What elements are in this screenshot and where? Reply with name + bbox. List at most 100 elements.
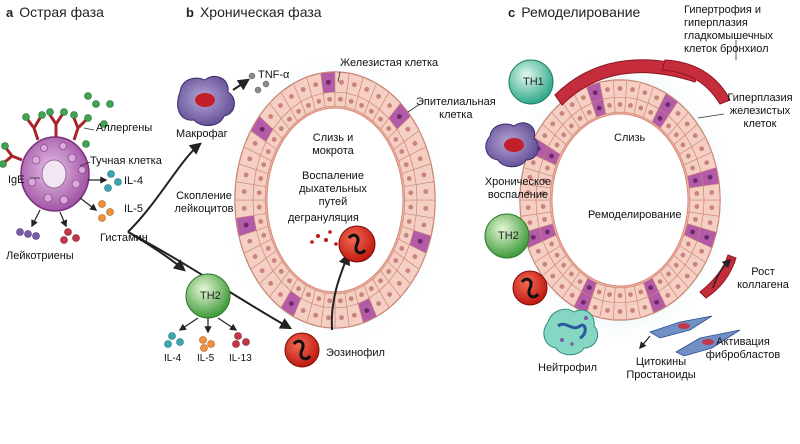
label-mucus-sputum: Слизь и мокрота — [298, 132, 368, 158]
cell-nucleus — [704, 234, 710, 240]
cell-nucleus — [327, 96, 332, 102]
label-fibroblast-line-1: Активация — [716, 336, 770, 348]
cell-nucleus — [665, 292, 671, 298]
cell-nucleus — [628, 102, 633, 108]
label-epithelial-cell: Эпителиальная клетка — [416, 96, 496, 122]
cell-nucleus — [313, 312, 319, 318]
label-airway-inflammation: Воспаление дыхательных путей — [288, 170, 378, 209]
cell-nucleus — [525, 205, 531, 211]
cell-nucleus — [241, 189, 247, 194]
label-chronic-inflammation: Хроническое воспаление — [476, 176, 560, 202]
cell-nucleus — [704, 160, 710, 166]
cell-nucleus — [709, 189, 715, 195]
cell-nucleus — [296, 286, 301, 292]
cell-nucleus — [259, 126, 265, 132]
cell-nucleus — [707, 220, 713, 226]
cell-nucleus — [278, 126, 284, 131]
cell-nucleus — [654, 95, 660, 101]
cell-nucleus — [530, 160, 536, 166]
cell-nucleus — [288, 94, 294, 99]
airway-chronic — [220, 50, 450, 350]
cell-nucleus — [326, 79, 331, 85]
cell-nucleus — [316, 296, 322, 302]
cell-nucleus — [364, 87, 370, 92]
label-pointers — [30, 40, 737, 179]
cell-nucleus — [406, 176, 412, 181]
label-gland-line-2: железистых — [729, 105, 791, 117]
neutrophil-cell — [543, 308, 599, 356]
label-neutrophil: Нейтрофил — [538, 362, 598, 374]
cell-nucleus — [707, 174, 713, 180]
cell-nucleus — [690, 229, 695, 235]
label-il5-mast: IL-5 — [124, 203, 143, 215]
mast-cell-mediators — [16, 170, 122, 244]
panel-b-title: Хроническая фаза — [199, 4, 322, 20]
cell-nucleus — [306, 292, 311, 298]
cell-nucleus — [540, 191, 546, 196]
label-chronic-line-2: воспаление — [487, 189, 549, 201]
cell-nucleus — [577, 116, 583, 121]
cell-nucleus — [405, 126, 411, 132]
label-th2-il5: IL-5 — [197, 353, 215, 364]
label-th1: TH1 — [523, 76, 544, 88]
cell-nucleus — [554, 252, 560, 258]
cell-nucleus — [525, 189, 531, 195]
cell-nucleus — [265, 246, 271, 251]
label-gland-hyperplasia: Гиперплазия железистых клеток — [722, 92, 798, 131]
cell-nucleus — [675, 111, 681, 116]
label-cytokines-prostanoids: Цитокины Простаноиды — [618, 356, 704, 382]
cell-nucleus — [339, 315, 344, 321]
cell-nucleus — [654, 299, 660, 305]
label-macrophage: Макрофаг — [176, 128, 228, 140]
cell-nucleus — [648, 285, 654, 290]
label-leukocyte-line-1: Скопление — [176, 190, 232, 202]
cell-nucleus — [261, 232, 267, 238]
cell-nucleus — [359, 102, 364, 108]
cell-nucleus — [258, 219, 264, 224]
cell-nucleus — [359, 292, 364, 298]
cell-nucleus — [638, 105, 644, 111]
cell-nucleus — [692, 217, 698, 222]
cell-nucleus — [586, 285, 592, 290]
label-leukocyte-accumulation: Скопление лейкоцитов — [166, 190, 242, 216]
cell-nucleus — [680, 252, 686, 258]
th2-cell-chronic — [484, 213, 530, 259]
label-allergens: Аллергены — [96, 122, 153, 134]
cell-nucleus — [657, 279, 663, 284]
cell-nucleus — [692, 133, 698, 139]
cell-nucleus — [241, 206, 247, 211]
cell-nucleus — [692, 178, 698, 183]
cell-nucleus — [559, 111, 565, 116]
cell-nucleus — [673, 262, 679, 268]
cell-nucleus — [592, 304, 598, 310]
cell-nucleus — [376, 301, 382, 306]
cell-nucleus — [684, 121, 690, 127]
cell-nucleus — [408, 190, 414, 196]
cell-nucleus — [417, 156, 423, 162]
cell-nucleus — [412, 254, 418, 259]
cell-nucleus — [396, 281, 402, 286]
cell-nucleus — [399, 149, 405, 154]
cell-nucleus — [699, 146, 705, 152]
cell-nucleus — [316, 98, 322, 104]
tnf-dots — [248, 72, 270, 94]
panel-c-title: Ремоделирование — [521, 4, 641, 20]
cell-nucleus — [630, 87, 635, 92]
cell-nucleus — [559, 284, 565, 289]
label-il4-mast: IL-4 — [124, 175, 143, 187]
label-epithelial-line-2: клетка — [439, 109, 473, 121]
cell-nucleus — [569, 102, 575, 108]
cell-nucleus — [569, 271, 574, 277]
cell-nucleus — [642, 304, 648, 310]
th2-cell — [164, 273, 250, 352]
cell-nucleus — [666, 271, 671, 277]
cell-nucleus — [256, 204, 262, 210]
macrophage-chronic — [485, 122, 539, 168]
cell-nucleus — [709, 205, 715, 211]
cell-nucleus — [288, 301, 294, 306]
macrophage — [177, 76, 235, 126]
label-histamine: Гистамин — [100, 232, 148, 244]
cell-nucleus — [364, 308, 370, 313]
label-tnf: TNF-α — [258, 69, 290, 81]
